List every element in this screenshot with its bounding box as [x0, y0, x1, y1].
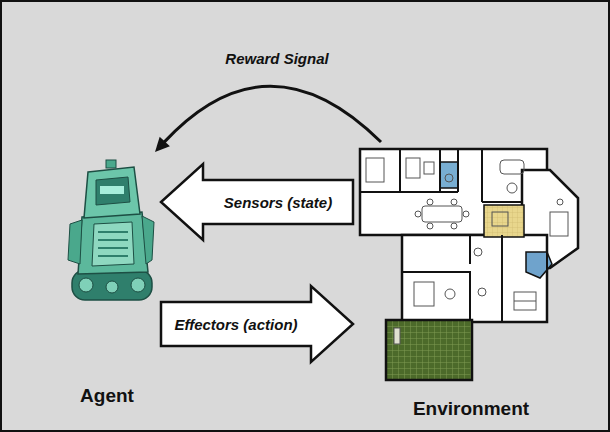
agent-node: Agent — [53, 152, 161, 407]
reward-arrow — [155, 86, 381, 152]
robot-agent — [68, 160, 154, 300]
node-label: Environment — [353, 398, 589, 420]
edge-label: Effectors (action) — [172, 316, 299, 333]
node-label: Agent — [53, 385, 161, 407]
floor-plan — [360, 149, 578, 380]
block-arrow — [161, 164, 353, 240]
block-arrow — [161, 286, 353, 362]
environment-node: Environment — [353, 142, 589, 420]
furniture — [366, 158, 568, 344]
edge-label: Reward Signal — [223, 50, 330, 67]
edge-label: Sensors (state) — [222, 194, 334, 211]
